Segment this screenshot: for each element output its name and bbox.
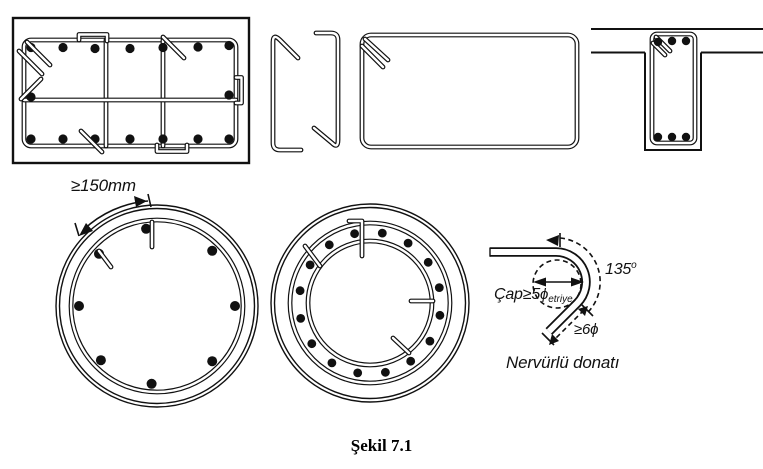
dimension-tick — [74, 222, 80, 237]
phi-symbol: ϕ — [540, 286, 549, 303]
angle-degree-mark: o — [631, 260, 637, 271]
spacing-dimension-arc — [74, 193, 152, 237]
mandrel-diameter-label: Çap≥5ϕetriye — [494, 286, 573, 305]
arrowhead — [546, 235, 559, 246]
rebar-dots — [26, 40, 234, 144]
figure-caption: Şekil 7.1 — [350, 436, 413, 455]
arrowhead — [79, 223, 93, 236]
closed-stirrup — [362, 35, 577, 147]
rebar-dots — [74, 223, 240, 389]
angle-label: 135o — [605, 260, 637, 279]
concrete-outline — [11, 16, 251, 165]
circular-section-16bars — [270, 203, 470, 403]
dimension-tick — [147, 193, 152, 208]
concrete-outline — [270, 203, 470, 403]
diameter-prefix: Çap≥5 — [494, 286, 541, 303]
extension-length-label: ≥6ϕ — [574, 321, 599, 338]
diameter-dimension — [533, 277, 584, 287]
rebar-type-note: Nervürlü donatı — [506, 353, 620, 372]
concrete-outline — [55, 204, 259, 408]
diameter-subscript: etriye — [548, 294, 573, 305]
angle-value: 135 — [605, 261, 632, 278]
rect-column-section — [11, 16, 251, 165]
web-outline — [644, 52, 702, 151]
circular-section-8bars — [55, 193, 259, 408]
arrowhead — [134, 196, 147, 207]
rebar-dots — [295, 228, 445, 378]
mandrel-circle — [532, 259, 582, 309]
t-beam-section — [591, 28, 763, 151]
rebar-dots — [653, 36, 691, 142]
extension-dimension — [541, 303, 594, 346]
hook-detail — [490, 233, 601, 346]
open-stirrup-pair — [273, 33, 338, 150]
spacing-label: ≥150mm — [71, 176, 136, 195]
angle-arc — [559, 237, 601, 314]
